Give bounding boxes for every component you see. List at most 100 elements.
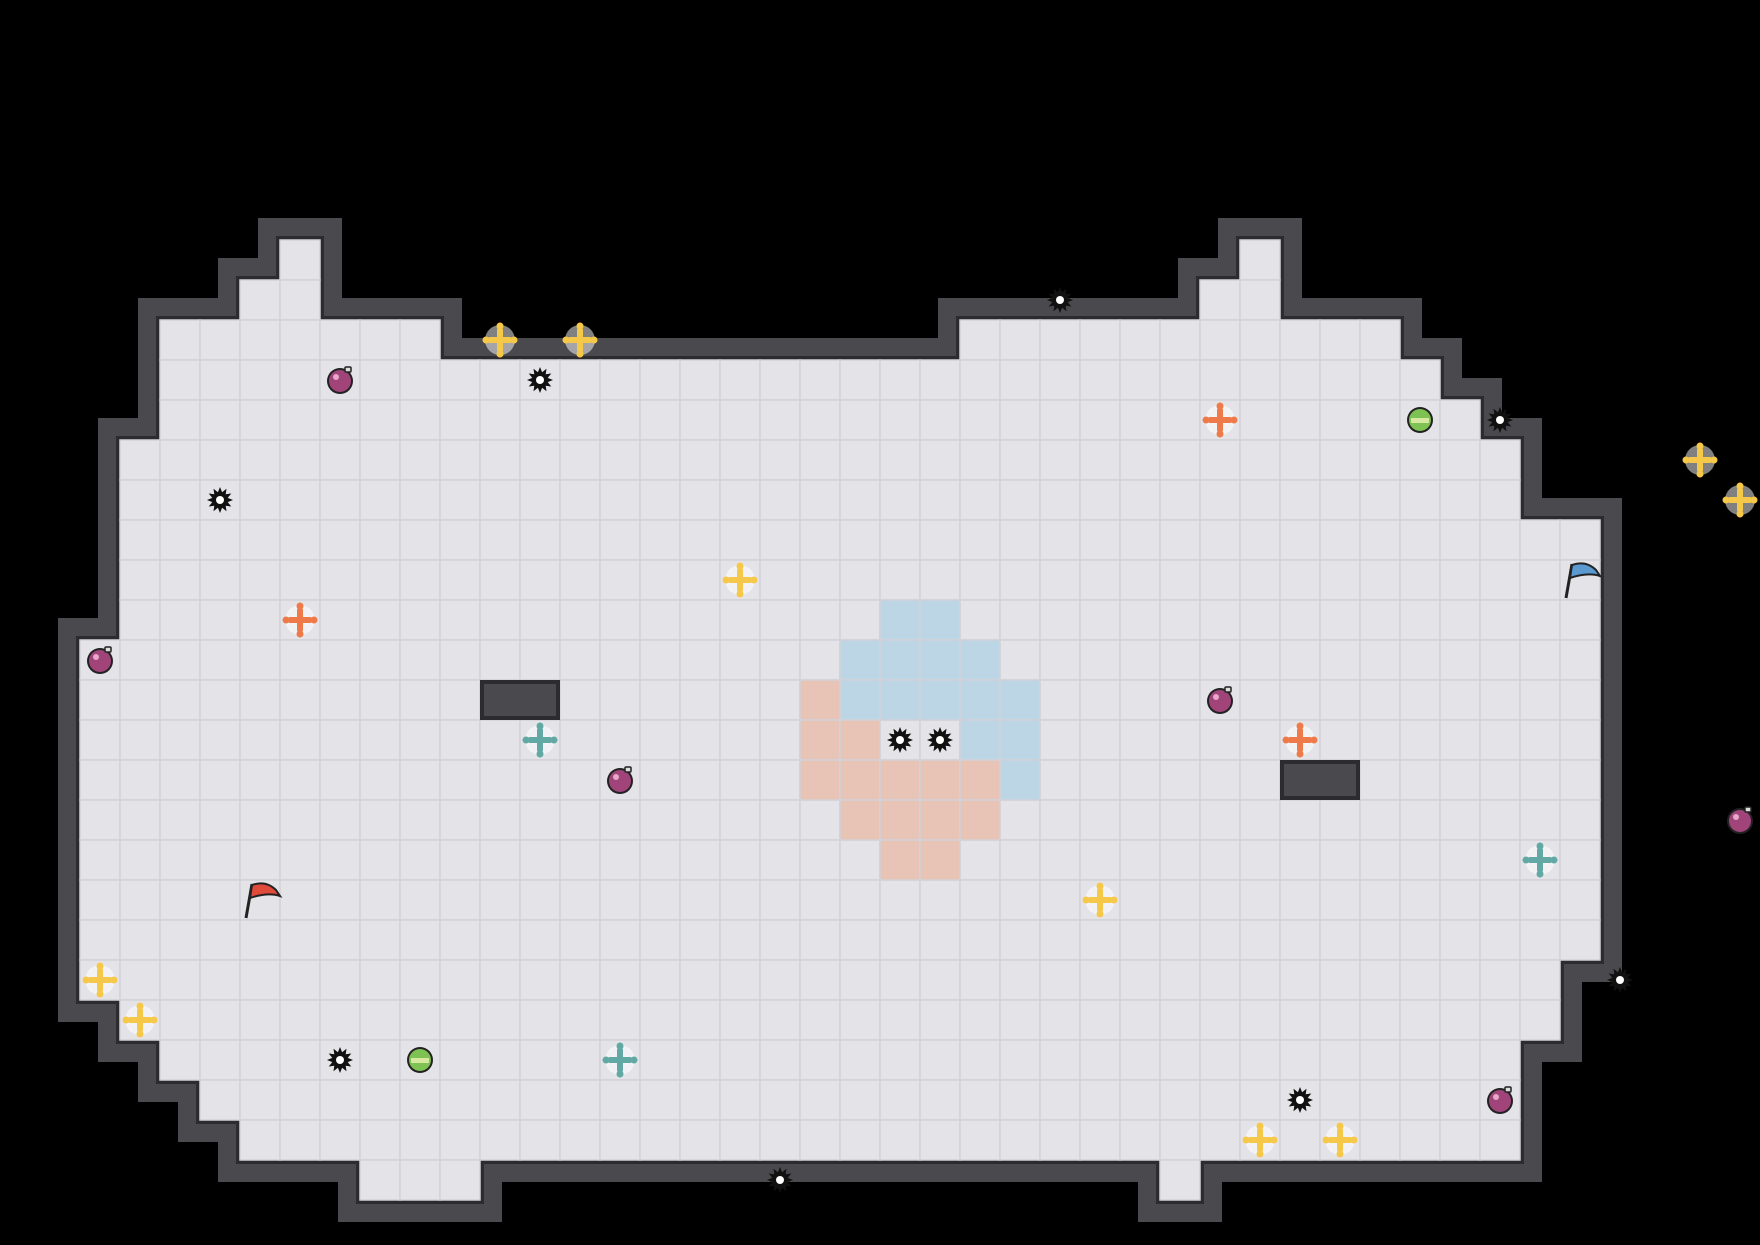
floor-tile: [719, 439, 761, 481]
zone-blue-tile: [839, 639, 881, 681]
floor-tile: [399, 799, 441, 841]
floor-tile: [839, 879, 881, 921]
floor-tile: [279, 399, 321, 441]
floor-tile: [1479, 839, 1521, 881]
green-orb-icon[interactable]: [1407, 407, 1433, 433]
floor-tile: [679, 479, 721, 521]
floor-tile: [1119, 959, 1161, 1001]
floor-tile: [599, 879, 641, 921]
floor-tile: [599, 959, 641, 1001]
floor-tile: [319, 999, 361, 1041]
spike-hazard-icon[interactable]: [207, 487, 233, 513]
floor-tile: [1519, 799, 1561, 841]
floor-tile: [199, 599, 241, 641]
spike-hazard-icon[interactable]: [1287, 1087, 1313, 1113]
floor-tile: [1279, 399, 1321, 441]
yellow-plus-pickup-icon[interactable]: [122, 1002, 158, 1038]
zone-blue-tile: [999, 759, 1041, 801]
floor-tile: [759, 479, 801, 521]
floor-tile: [79, 879, 121, 921]
floor-tile: [959, 839, 1001, 881]
teal-plus-pickup-icon[interactable]: [602, 1042, 638, 1078]
floor-tile: [559, 639, 601, 681]
green-orb-icon[interactable]: [407, 1047, 433, 1073]
floor-tile: [1279, 1119, 1321, 1161]
floor-tile: [719, 879, 761, 921]
spike-hazard-icon[interactable]: [327, 1047, 353, 1073]
floor-tile: [319, 399, 361, 441]
floor-tile: [279, 999, 321, 1041]
floor-tile: [559, 879, 601, 921]
blue-flag-icon[interactable]: [1564, 562, 1603, 599]
floor-tile: [959, 519, 1001, 561]
spike-hazard-icon[interactable]: [1047, 287, 1073, 313]
floor-tile: [1079, 319, 1121, 361]
floor-tile: [999, 639, 1041, 681]
floor-tile: [1079, 519, 1121, 561]
floor-tile: [759, 559, 801, 601]
floor-tile: [759, 839, 801, 881]
floor-tile: [799, 1119, 841, 1161]
floor-tile: [719, 839, 761, 881]
potion-icon[interactable]: [607, 766, 633, 794]
teal-plus-pickup-icon[interactable]: [522, 722, 558, 758]
floor-tile: [519, 639, 561, 681]
red-flag-icon[interactable]: [244, 882, 283, 919]
floor-tile: [1439, 879, 1481, 921]
spike-hazard-icon[interactable]: [1487, 407, 1513, 433]
orange-plus-pickup-icon[interactable]: [1202, 402, 1238, 438]
spike-hazard-icon[interactable]: [927, 727, 953, 753]
floor-tile: [319, 679, 361, 721]
floor-tile: [1199, 439, 1241, 481]
floor-tile: [1079, 559, 1121, 601]
floor-tile: [839, 1119, 881, 1161]
potion-icon[interactable]: [1487, 1086, 1513, 1114]
floor-tile: [1439, 599, 1481, 641]
floor-tile: [1159, 999, 1201, 1041]
floor-tile: [1519, 999, 1561, 1041]
spike-hazard-icon[interactable]: [767, 1167, 793, 1193]
spike-hazard-icon[interactable]: [1607, 967, 1633, 993]
yellow-plus-pickup-icon[interactable]: [1242, 1122, 1278, 1158]
yellow-plus-pickup-icon[interactable]: [722, 562, 758, 598]
yellow-plus-pickup-icon[interactable]: [1722, 482, 1758, 518]
yellow-plus-pickup-icon[interactable]: [82, 962, 118, 998]
floor-tile: [1399, 959, 1441, 1001]
floor-tile: [1079, 719, 1121, 761]
floor-tile: [1199, 839, 1241, 881]
floor-tile: [1239, 799, 1281, 841]
floor-tile: [1039, 439, 1081, 481]
floor-tile: [1039, 1039, 1081, 1081]
floor-tile: [1159, 359, 1201, 401]
floor-tile: [1199, 1119, 1241, 1161]
yellow-plus-pickup-icon[interactable]: [562, 322, 598, 358]
floor-tile: [159, 639, 201, 681]
potion-icon[interactable]: [1207, 686, 1233, 714]
floor-tile: [639, 759, 681, 801]
floor-tile: [959, 999, 1001, 1041]
potion-icon[interactable]: [1727, 806, 1753, 834]
orange-plus-pickup-icon[interactable]: [1282, 722, 1318, 758]
floor-tile: [1519, 559, 1561, 601]
floor-tile: [799, 799, 841, 841]
floor-tile: [1439, 719, 1481, 761]
yellow-plus-pickup-icon[interactable]: [1682, 442, 1718, 478]
floor-tile: [1319, 679, 1361, 721]
potion-icon[interactable]: [87, 646, 113, 674]
floor-tile: [1199, 1039, 1241, 1081]
floor-tile: [1159, 559, 1201, 601]
potion-icon[interactable]: [327, 366, 353, 394]
teal-plus-pickup-icon[interactable]: [1522, 842, 1558, 878]
spike-hazard-icon[interactable]: [527, 367, 553, 393]
yellow-plus-pickup-icon[interactable]: [1082, 882, 1118, 918]
yellow-plus-pickup-icon[interactable]: [1322, 1122, 1358, 1158]
orange-plus-pickup-icon[interactable]: [282, 602, 318, 638]
floor-tile: [879, 399, 921, 441]
floor-tile: [1039, 1079, 1081, 1121]
yellow-plus-pickup-icon[interactable]: [482, 322, 518, 358]
spike-hazard-icon[interactable]: [887, 727, 913, 753]
floor-tile: [519, 439, 561, 481]
floor-tile: [439, 1159, 481, 1201]
floor-tile: [1479, 799, 1521, 841]
